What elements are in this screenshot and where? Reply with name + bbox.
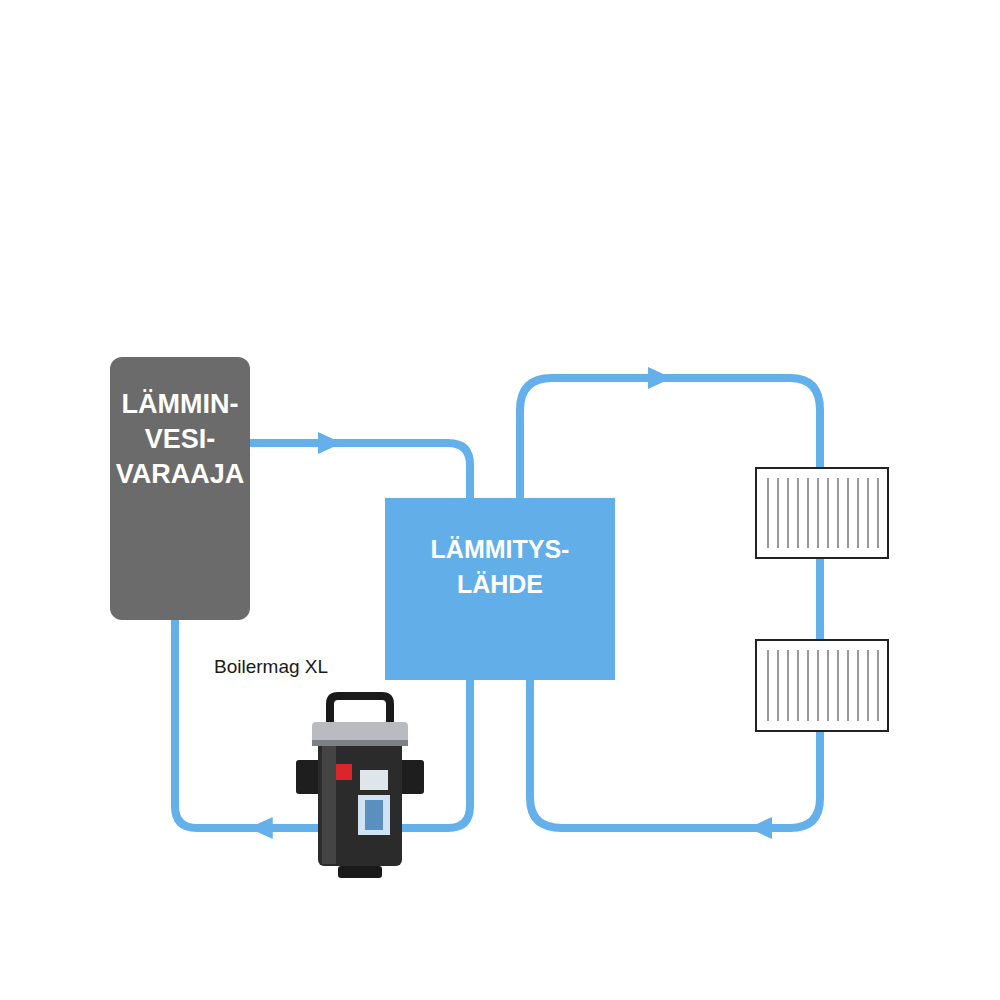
pipe-line [250, 443, 470, 498]
node-label: LÄMMIN- VESI- VARAAJA [114, 387, 246, 492]
radiator [756, 640, 888, 731]
pipe-line [175, 620, 470, 828]
flow-arrow [648, 367, 672, 389]
heat-source: LÄMMITYS- LÄHDE [385, 498, 615, 680]
arrow-head [318, 432, 342, 454]
radiator [756, 468, 888, 558]
pipe-connector [250, 432, 470, 498]
product-label: Boilermag XL [214, 656, 328, 678]
pipe-connector [175, 620, 470, 839]
node-label: LÄMMITYS- LÄHDE [415, 532, 585, 602]
flow-arrow [748, 817, 772, 839]
arrow-head [249, 817, 273, 839]
storage-tank: LÄMMIN- VESI- VARAAJA [110, 357, 250, 620]
